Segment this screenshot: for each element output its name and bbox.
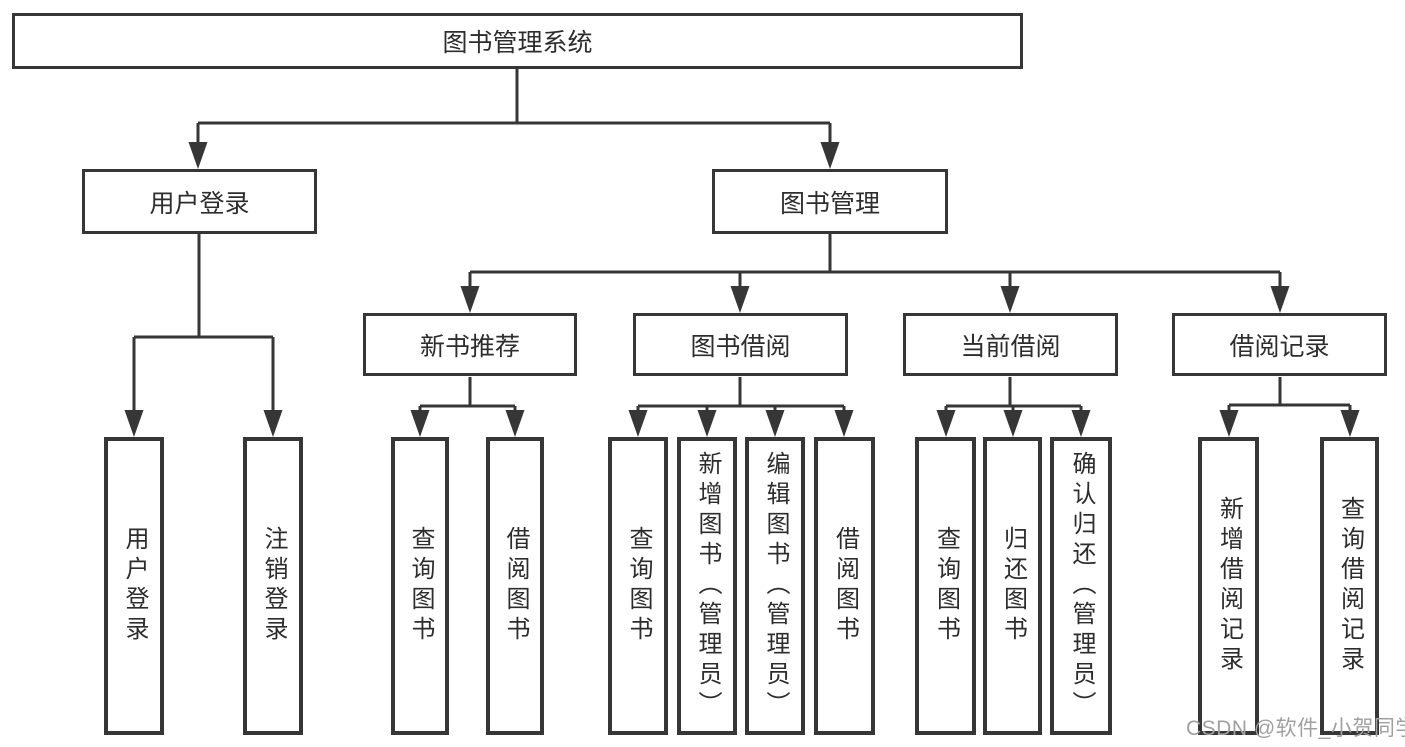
- leaf-confirm-return-admin: 确认归还（管理员）: [1050, 437, 1112, 735]
- node-label: 归还图书: [999, 526, 1027, 646]
- leaf-edit-books-admin: 编辑图书（管理员）: [745, 437, 805, 735]
- arrowhead-down-icon: [765, 410, 785, 437]
- arrowhead-down-icon: [1003, 410, 1023, 437]
- arrowhead-down-icon: [628, 410, 648, 437]
- node-label: 查询图书: [407, 526, 434, 646]
- node-book-management: 图书管理: [712, 169, 948, 234]
- node-label: 查询借阅记录: [1336, 496, 1364, 676]
- leaf-return-books: 归还图书: [983, 437, 1042, 735]
- node-label: 查询图书: [625, 526, 652, 646]
- node-book-borrowing: 图书借阅: [633, 313, 848, 376]
- connector-book-management-children: [468, 234, 1282, 296]
- arrowhead-down-icon: [124, 410, 144, 437]
- connector-borrowing-records-children: [1227, 377, 1352, 420]
- arrowhead-down-icon: [697, 410, 717, 437]
- arrowhead-down-icon: [505, 410, 525, 437]
- node-label: 图书借阅: [690, 332, 791, 361]
- node-label: 编辑图书（管理员）: [762, 451, 789, 721]
- node-label: 查询图书: [932, 526, 960, 646]
- node-library-management-system: 图书管理系统: [12, 13, 1023, 69]
- leaf-add-borrow-record: 新增借阅记录: [1198, 437, 1259, 735]
- arrowhead-down-icon: [936, 410, 956, 437]
- leaf-add-books-admin: 新增图书（管理员）: [677, 437, 737, 735]
- arrowhead-down-icon: [1340, 410, 1360, 437]
- node-label: 借阅记录: [1229, 332, 1330, 361]
- csdn-watermark: CSDN @软件_小贺同学: [1186, 717, 1405, 740]
- connector-book-borrowing-children: [636, 377, 846, 420]
- leaf-query-books-borrowing: 查询图书: [608, 437, 668, 735]
- connector-root-to-level2: [196, 69, 832, 152]
- node-new-book-recommend: 新书推荐: [363, 313, 577, 376]
- leaf-query-books-recommend: 查询图书: [391, 437, 449, 735]
- node-label: 图书管理系统: [442, 29, 593, 57]
- leaf-user-login: 用户登录: [104, 437, 164, 735]
- leaf-query-books-current: 查询图书: [915, 437, 976, 735]
- leaf-query-borrow-record: 查询借阅记录: [1320, 437, 1379, 735]
- node-label: 新书推荐: [419, 332, 520, 361]
- leaf-borrow-books: 借阅图书: [814, 437, 875, 735]
- arrowhead-down-icon: [263, 410, 283, 437]
- leaf-logout: 注销登录: [243, 437, 303, 735]
- node-borrowing-records: 借阅记录: [1172, 313, 1387, 376]
- arrowhead-down-icon: [834, 410, 854, 437]
- arrowhead-down-icon: [1071, 410, 1091, 437]
- arrowhead-down-icon: [410, 410, 430, 437]
- connector-new-book-children: [418, 377, 517, 420]
- node-label: 当前借阅: [960, 332, 1061, 361]
- arrowhead-down-icon: [820, 142, 840, 169]
- arrowhead-down-icon: [1219, 410, 1239, 437]
- node-label: 新增借阅记录: [1215, 496, 1243, 676]
- node-label: 注销登录: [260, 526, 287, 646]
- node-label: 图书管理: [779, 189, 880, 218]
- node-user-login: 用户登录: [82, 169, 317, 234]
- node-label: 确认归还（管理员）: [1068, 451, 1095, 721]
- arrowhead-down-icon: [730, 286, 750, 313]
- connector-user-login-children: [132, 234, 275, 420]
- node-current-borrowing: 当前借阅: [903, 313, 1118, 376]
- node-label: 用户登录: [121, 526, 148, 646]
- node-label: 新增图书（管理员）: [694, 451, 721, 721]
- arrowhead-down-icon: [460, 286, 480, 313]
- node-label: 用户登录: [149, 189, 250, 218]
- arrowhead-down-icon: [188, 142, 208, 169]
- arrowhead-down-icon: [1000, 286, 1020, 313]
- leaf-borrow-books-recommend: 借阅图书: [486, 437, 544, 735]
- arrowhead-down-icon: [1270, 286, 1290, 313]
- node-label: 借阅图书: [502, 526, 529, 646]
- node-label: 借阅图书: [831, 526, 859, 646]
